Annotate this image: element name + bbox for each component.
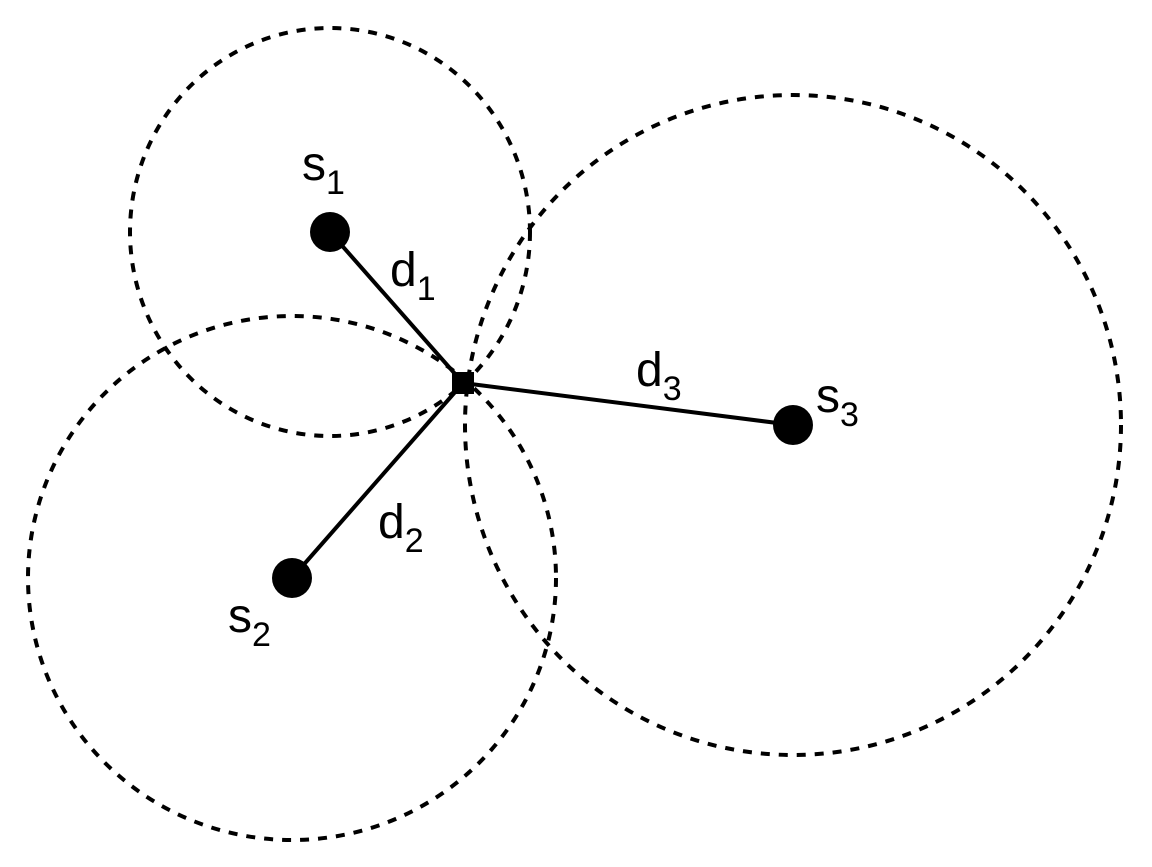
distance-line-d2 [290, 381, 465, 580]
sensor-node-s1 [310, 212, 350, 252]
sensor-label-s1: s1 [302, 138, 345, 202]
range-circle-s3 [463, 93, 1123, 757]
sensor-label-s2: s2 [228, 590, 271, 654]
distance-line-d1 [328, 230, 465, 385]
sensor-label-s3: s3 [816, 370, 859, 434]
sensor-node-s3 [773, 405, 813, 445]
distance-label-d1: d1 [390, 244, 436, 308]
distance-label-d2: d2 [378, 496, 424, 560]
sensor-node-s2 [272, 558, 312, 598]
range-circle-s2 [26, 314, 558, 842]
range-circle-s1 [128, 26, 532, 438]
distance-line-d3 [461, 381, 795, 427]
distance-label-d3: d3 [636, 344, 682, 408]
target-position-marker [452, 372, 474, 394]
